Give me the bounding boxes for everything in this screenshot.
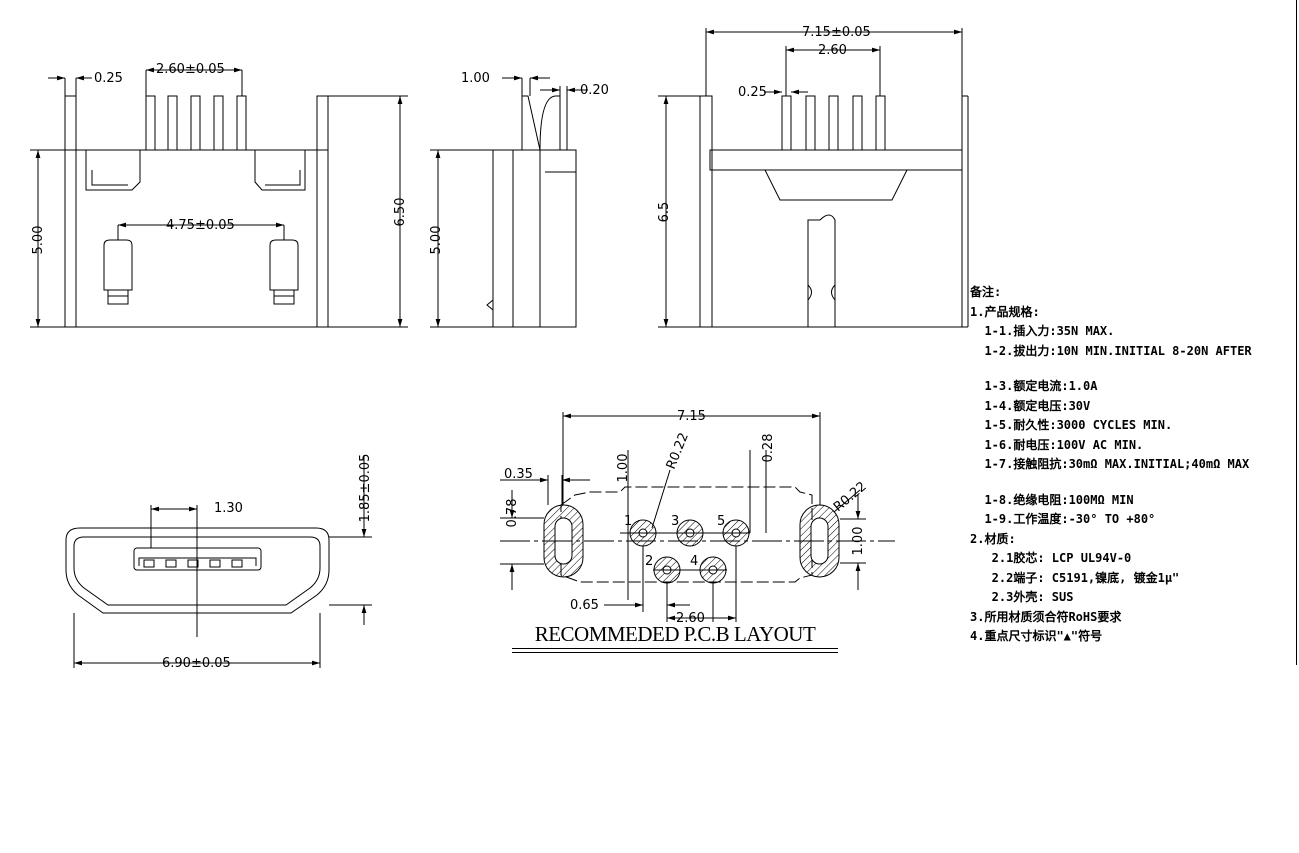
pcb-right-slot-label: 1.00 bbox=[851, 527, 866, 556]
note-line: 4.重点尺寸标识"▲"符号 bbox=[970, 629, 1103, 643]
front-pin-width-label: 0.25 bbox=[94, 71, 123, 86]
pcb-pin-3-label: 3 bbox=[671, 514, 679, 529]
front-pin-pitch-label: 2.60±0.05 bbox=[156, 62, 225, 77]
front-mount-spacing-label: 4.75±0.05 bbox=[166, 218, 235, 233]
side-view bbox=[430, 75, 588, 328]
notes-block: 备注: 1.产品规格: 1-1.插入力:35N MAX. 1-2.拔出力:10N… bbox=[970, 283, 1295, 647]
pcb-pads bbox=[629, 519, 750, 584]
front-view-dim-labels: 0.25 2.60±0.05 4.75±0.05 5.00 6.50 bbox=[31, 62, 408, 254]
pcb-pin-4-label: 4 bbox=[690, 554, 698, 569]
note-line: 1-3.额定电流:1.0A bbox=[970, 379, 1098, 393]
note-line: 1-1.插入力:35N MAX. bbox=[970, 324, 1115, 338]
pcb-pin-2-label: 2 bbox=[645, 554, 653, 569]
note-line: 1-5.耐久性:3000 CYCLES MIN. bbox=[970, 418, 1173, 432]
note-line: 1.产品规格: bbox=[970, 304, 1040, 319]
pcb-radius-left-label: R0.22 bbox=[664, 431, 692, 472]
front-total-height-label: 6.50 bbox=[393, 198, 408, 227]
pcb-width-label: 7.15 bbox=[677, 409, 706, 424]
note-line: 1-7.接触阻抗:30mΩ MAX.INITIAL;40mΩ MAX bbox=[970, 457, 1250, 471]
side-height-label: 5.00 bbox=[429, 226, 444, 255]
note-line: 2.材质: bbox=[970, 531, 1016, 546]
drawing-frame-edge bbox=[1296, 0, 1297, 665]
pcb-pin-1-label: 1 bbox=[624, 514, 632, 529]
pcb-layout-title: RECOMMEDED P.C.B LAYOUT bbox=[512, 622, 838, 653]
rear-view-dim-labels: 7.15±0.05 2.60 0.25 6.5 bbox=[657, 25, 871, 222]
note-line: 1-6.耐电压:100V AC MIN. bbox=[970, 437, 1144, 452]
opening-tongue-label: 1.30 bbox=[214, 501, 243, 516]
note-line: 1-2.拔出力:10N MIN.INITIAL 8-20N AFTER bbox=[970, 343, 1252, 358]
front-height-label: 5.00 bbox=[31, 226, 46, 255]
note-line: 2.3外壳: SUS bbox=[970, 590, 1074, 604]
front-view bbox=[30, 67, 408, 328]
side-pin-label: 0.20 bbox=[580, 83, 609, 98]
notes-heading: 备注: bbox=[970, 285, 1002, 299]
pcb-slot-width-label: 0.35 bbox=[504, 467, 533, 482]
note-line: 1-8.绝缘电阻:100MΩ MIN bbox=[970, 492, 1134, 507]
rear-pitch-label: 2.60 bbox=[818, 43, 847, 58]
pcb-layout bbox=[500, 412, 895, 622]
pcb-pad-offset-label: 0.28 bbox=[761, 434, 776, 463]
rear-pin-width-label: 0.25 bbox=[738, 85, 767, 100]
note-line: 3.所用材质须合符RoHS要求 bbox=[970, 609, 1122, 624]
note-gap bbox=[970, 361, 1295, 377]
pcb-pad-pitch-label: 0.65 bbox=[570, 598, 599, 613]
opening-width-label: 6.90±0.05 bbox=[162, 656, 231, 671]
pcb-pin-5-label: 5 bbox=[717, 514, 725, 529]
pcb-pitch-label: 2.60 bbox=[676, 611, 705, 626]
pcb-radius-right-label: R0.22 bbox=[831, 479, 870, 515]
side-top-label: 1.00 bbox=[461, 71, 490, 86]
side-view-dim-labels: 1.00 0.20 5.00 bbox=[429, 71, 609, 254]
opening-view bbox=[65, 455, 372, 668]
note-line: 2.2端子: C5191,镍底, 镀金1μ" bbox=[970, 570, 1180, 585]
opening-view-dim-labels: 1.30 1.85±0.05 6.90±0.05 bbox=[162, 454, 373, 671]
pcb-row-offset-label: 1.00 bbox=[616, 454, 631, 483]
rear-view bbox=[658, 28, 969, 328]
note-line: 2.1胶芯: LCP UL94V-0 bbox=[970, 551, 1132, 565]
note-line: 1-4.额定电压:30V bbox=[970, 398, 1091, 413]
note-gap bbox=[970, 475, 1295, 491]
rear-width-label: 7.15±0.05 bbox=[802, 25, 871, 40]
pcb-slot-length-label: 0.78 bbox=[505, 499, 520, 528]
opening-height-label: 1.85±0.05 bbox=[358, 454, 373, 523]
note-line: 1-9.工作温度:-30° TO +80° bbox=[970, 512, 1156, 526]
rear-height-label: 6.5 bbox=[657, 202, 672, 223]
